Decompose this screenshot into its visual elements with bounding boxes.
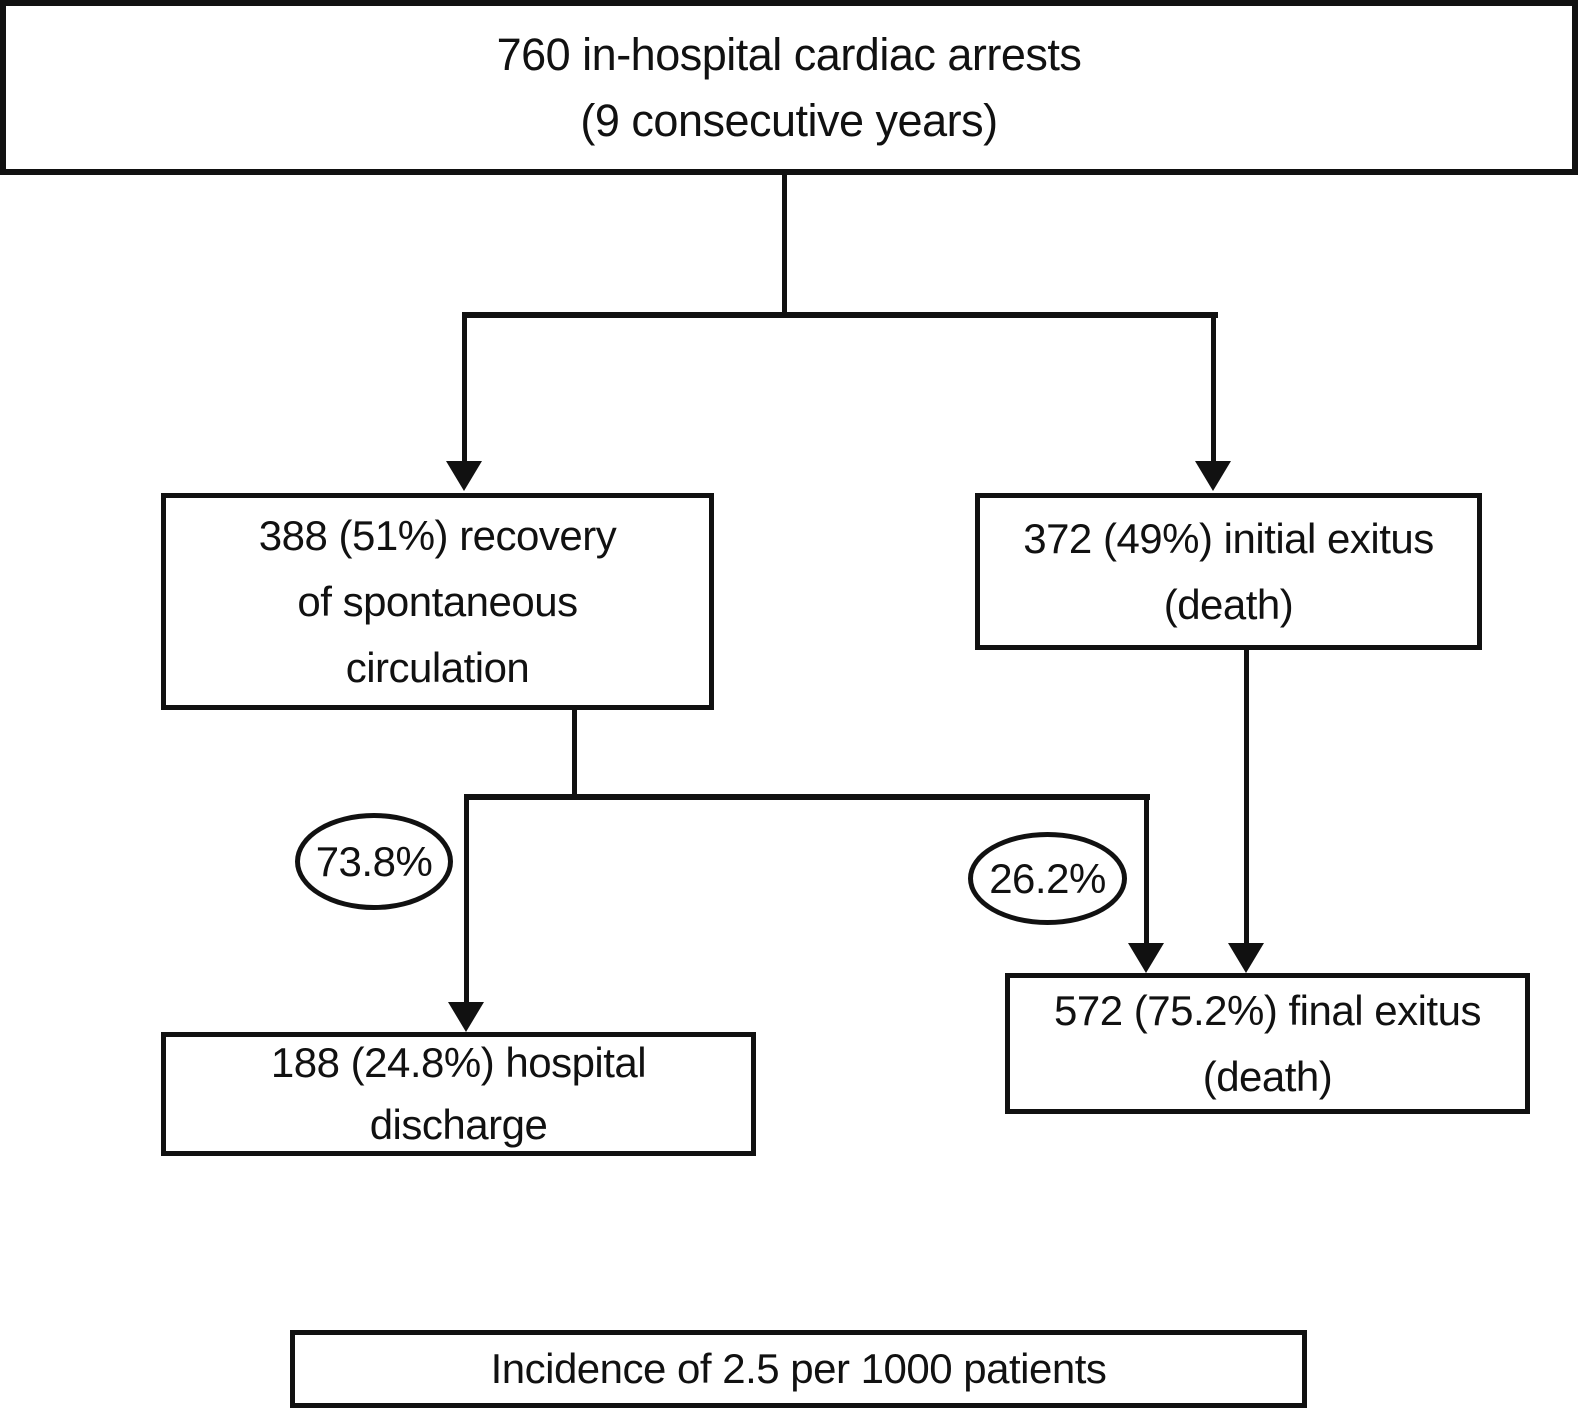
node-final-exitus-line1: 572 (75.2%) final exitus bbox=[1054, 986, 1481, 1034]
node-discharge-line1: 188 (24.8%) hospital bbox=[270, 1039, 647, 1086]
node-initial-exitus-line1: 372 (49%) initial exitus bbox=[1023, 514, 1434, 562]
node-root-line1: 760 in-hospital cardiac arrests bbox=[496, 28, 1082, 80]
edge-label-discharge-percent: 73.8% bbox=[295, 813, 453, 910]
node-roc: 388 (51%) recovery of spontaneous circul… bbox=[161, 493, 714, 710]
edge-roc-stem-line bbox=[572, 708, 577, 800]
edge-label-final-percent-text: 26.2% bbox=[989, 854, 1106, 902]
edge-branch1-line bbox=[462, 312, 1218, 318]
node-root-line2: (9 consecutive years) bbox=[580, 94, 998, 146]
arrowhead-to-initial-exitus-icon bbox=[1195, 461, 1231, 491]
node-roc-line2: of spontaneous bbox=[297, 577, 578, 625]
edge-roc-to-discharge-line bbox=[464, 794, 469, 1006]
node-roc-line1: 388 (51%) recovery bbox=[258, 511, 617, 559]
node-initial-exitus-line2: (death) bbox=[1163, 580, 1294, 628]
node-discharge-line2: discharge bbox=[369, 1101, 548, 1148]
node-final-exitus-line2: (death) bbox=[1202, 1052, 1333, 1100]
edge-roc-to-final-exitus-line bbox=[1144, 794, 1149, 946]
node-roc-line3: circulation bbox=[345, 643, 530, 691]
note-incidence: Incidence of 2.5 per 1000 patients bbox=[290, 1330, 1307, 1408]
edge-initial-to-final-exitus-line bbox=[1244, 648, 1249, 946]
edge-label-final-percent: 26.2% bbox=[968, 832, 1127, 925]
arrowhead-to-final-exitus-left-icon bbox=[1128, 943, 1164, 973]
arrowhead-to-discharge-icon bbox=[448, 1002, 484, 1032]
arrowhead-to-final-exitus-right-icon bbox=[1228, 943, 1264, 973]
node-discharge: 188 (24.8%) hospital discharge bbox=[161, 1032, 756, 1156]
edge-root-stem-line bbox=[782, 175, 787, 317]
node-root: 760 in-hospital cardiac arrests (9 conse… bbox=[0, 0, 1578, 175]
arrowhead-to-roc-icon bbox=[446, 461, 482, 491]
note-incidence-text: Incidence of 2.5 per 1000 patients bbox=[490, 1345, 1107, 1392]
edge-root-to-initial-exitus-line bbox=[1211, 312, 1216, 464]
node-final-exitus: 572 (75.2%) final exitus (death) bbox=[1005, 973, 1530, 1114]
edge-label-discharge-percent-text: 73.8% bbox=[315, 837, 433, 885]
edge-root-to-roc-line bbox=[462, 312, 467, 464]
edge-branch2-line bbox=[464, 794, 1150, 800]
node-initial-exitus: 372 (49%) initial exitus (death) bbox=[975, 493, 1482, 650]
